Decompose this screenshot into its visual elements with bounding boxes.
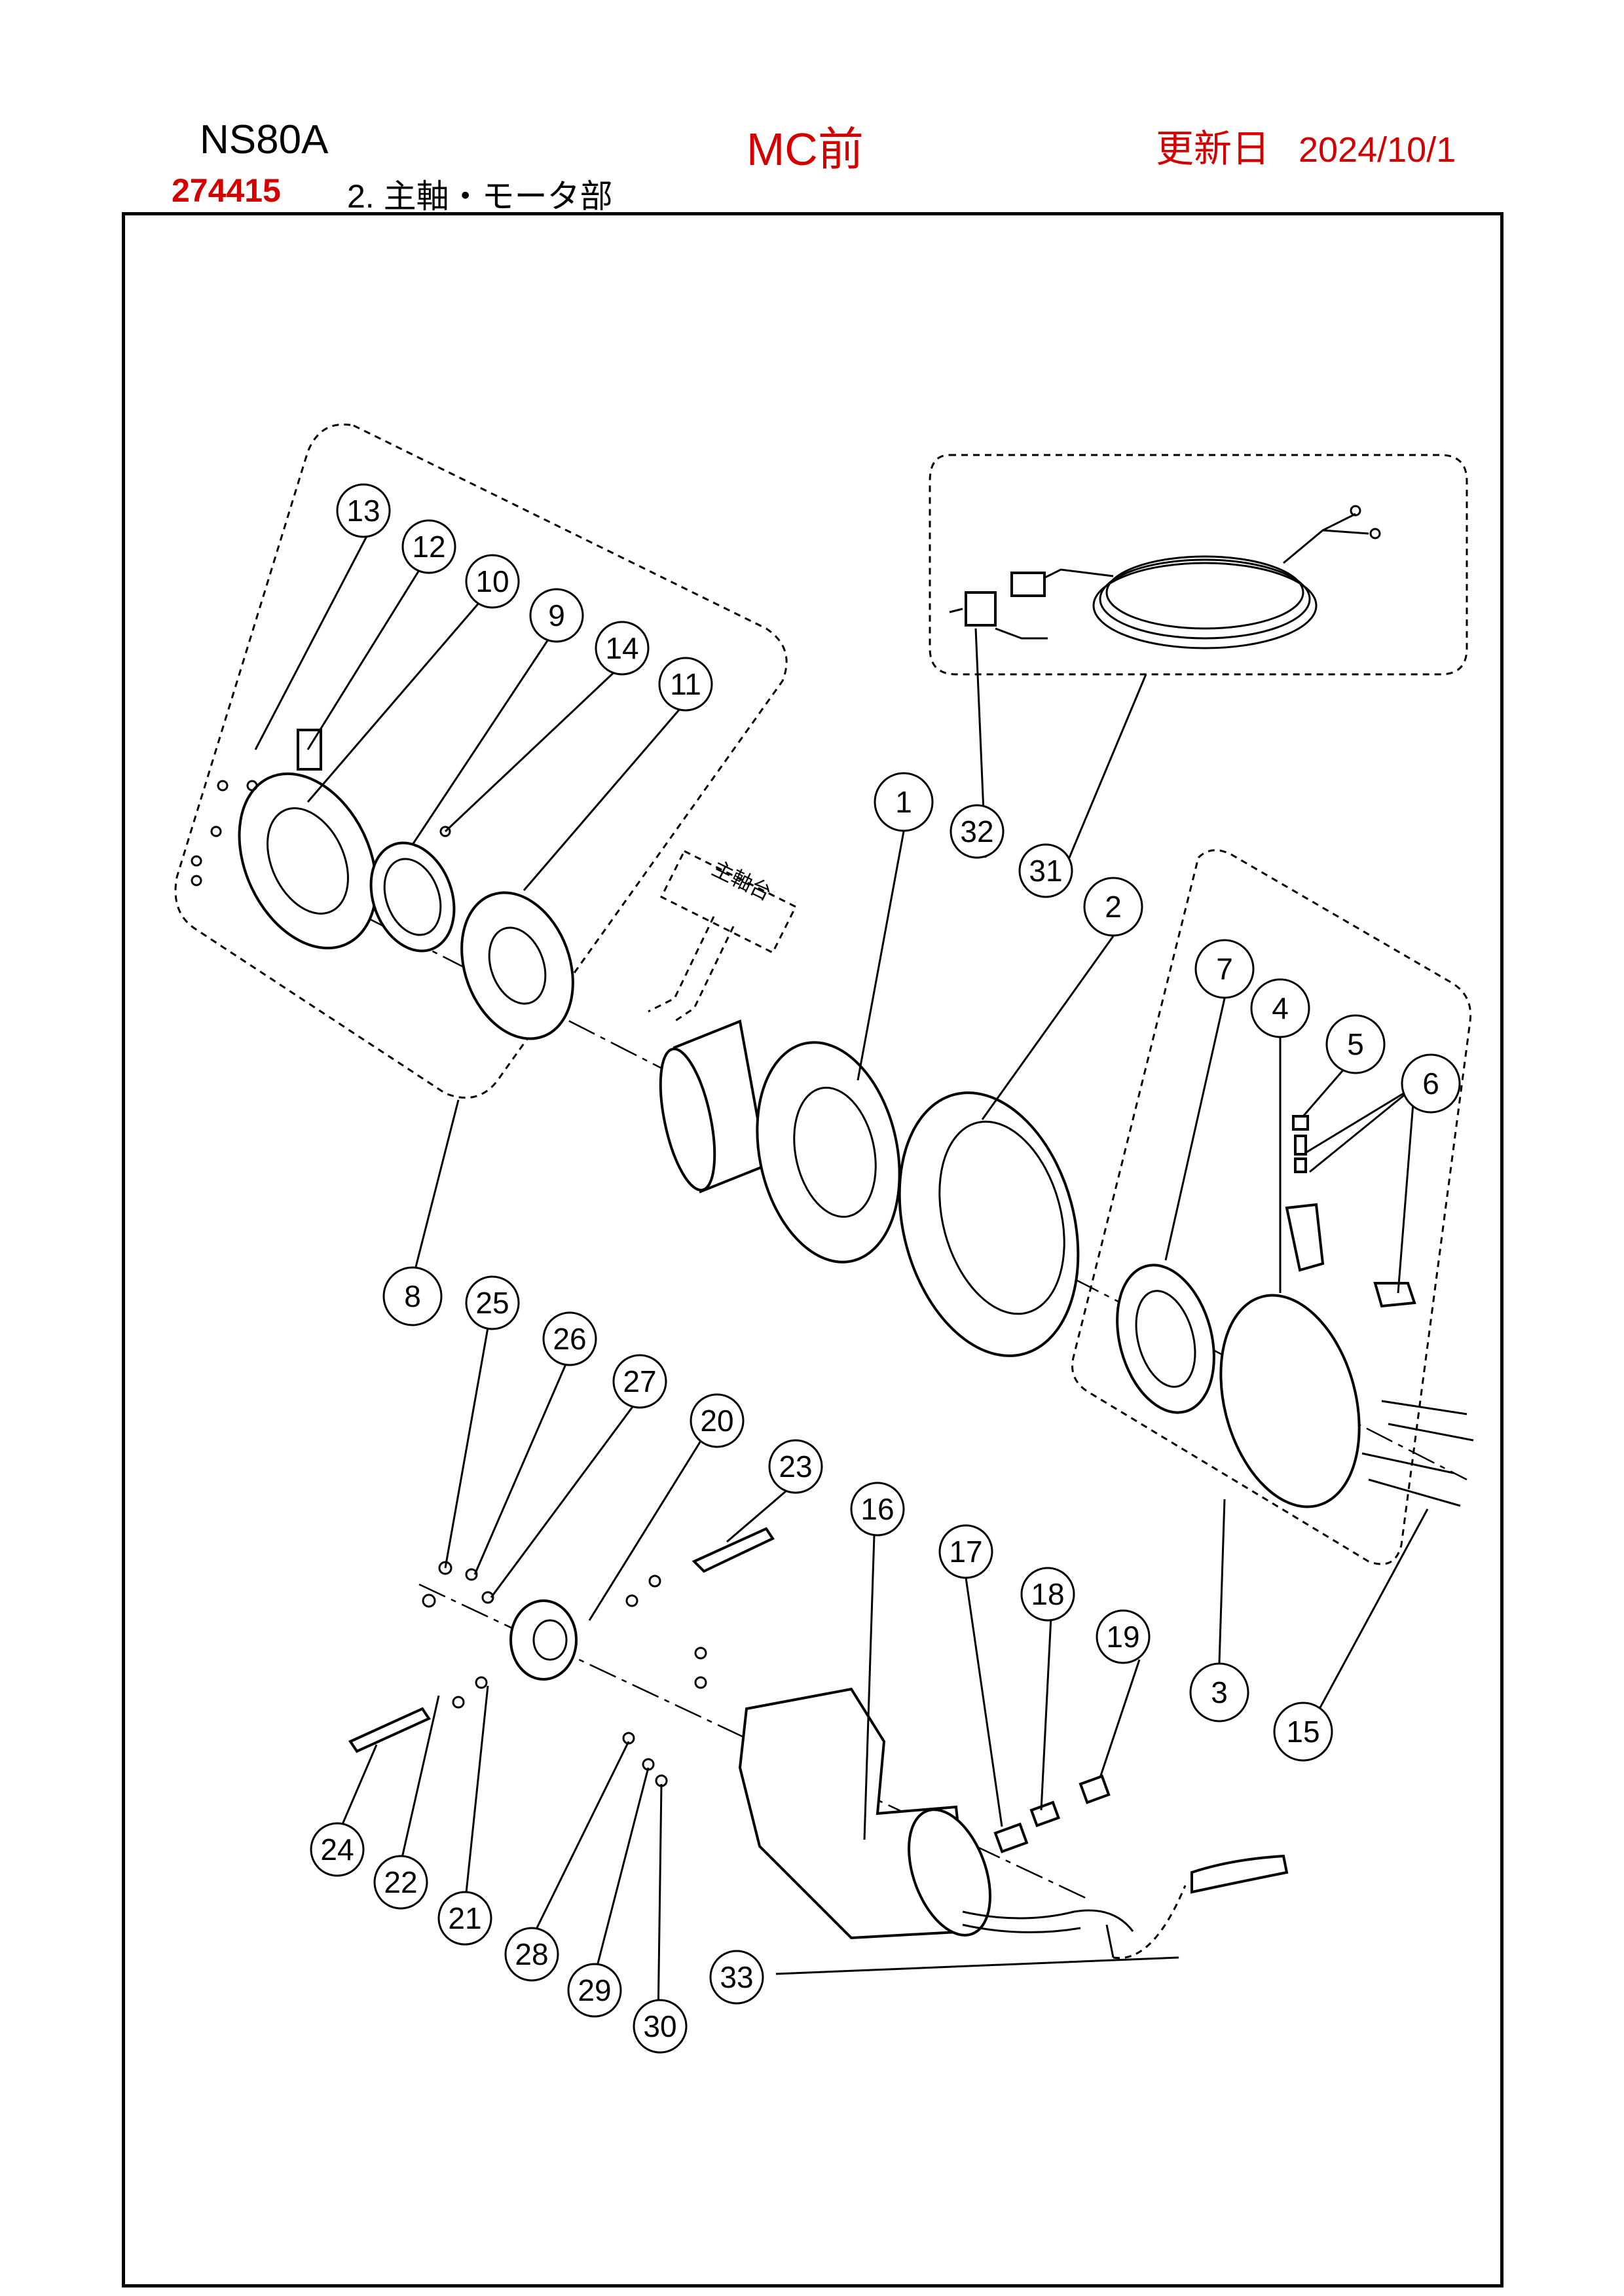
svg-text:9: 9 <box>548 598 565 632</box>
svg-text:30: 30 <box>643 2009 676 2043</box>
spindle-stand-reference: 主軸台 <box>648 849 798 1023</box>
svg-text:24: 24 <box>320 1832 354 1867</box>
svg-text:18: 18 <box>1031 1577 1064 1611</box>
svg-text:31: 31 <box>1029 854 1062 888</box>
callout-19: 19 <box>1096 1609 1151 1664</box>
spindle-stand-label: 主軸台 <box>709 856 775 905</box>
callout-6: 6 <box>1401 1053 1461 1114</box>
callout-26: 26 <box>542 1311 597 1366</box>
svg-text:11: 11 <box>670 667 701 701</box>
updated-label: 更新日 <box>1156 128 1270 170</box>
callout-1: 1 <box>874 772 934 832</box>
svg-text:23: 23 <box>779 1449 812 1484</box>
svg-text:25: 25 <box>475 1286 509 1320</box>
svg-text:29: 29 <box>578 1973 611 2007</box>
callout-21: 21 <box>437 1891 492 1946</box>
callout-3: 3 <box>1189 1662 1249 1722</box>
callout-13: 13 <box>336 483 391 538</box>
callout-14: 14 <box>595 621 650 676</box>
callout-28: 28 <box>504 1927 559 1982</box>
spindle-gear <box>659 1019 901 1264</box>
svg-text:13: 13 <box>346 494 380 528</box>
chuck-assembly <box>1116 1115 1474 1508</box>
callout-9: 9 <box>529 588 584 643</box>
svg-text:20: 20 <box>700 1404 733 1438</box>
section-title: 2. 主軸・モータ部 <box>347 178 613 215</box>
callout-12: 12 <box>401 519 456 574</box>
callout-2: 2 <box>1083 877 1143 937</box>
callout-18: 18 <box>1020 1567 1075 1622</box>
svg-text:3: 3 <box>1211 1675 1228 1709</box>
svg-text:22: 22 <box>384 1865 417 1899</box>
svg-text:17: 17 <box>949 1535 982 1569</box>
svg-text:5: 5 <box>1347 1027 1364 1061</box>
callout-22: 22 <box>373 1855 428 1910</box>
callout-25: 25 <box>465 1275 520 1330</box>
svg-text:14: 14 <box>605 631 638 665</box>
svg-text:8: 8 <box>404 1279 421 1313</box>
callout-8: 8 <box>382 1266 443 1326</box>
callout-11: 11 <box>658 657 713 712</box>
callout-30: 30 <box>633 1999 688 2054</box>
group-8-boundary <box>174 423 788 1099</box>
callout-29: 29 <box>567 1963 622 2018</box>
motor-assembly <box>348 1527 1289 1959</box>
leader-lines <box>254 523 1429 2020</box>
ring-gear <box>898 1091 1080 1357</box>
callout-33: 33 <box>709 1950 764 2005</box>
callout-5: 5 <box>1325 1014 1386 1074</box>
model-name: NS80A <box>200 117 329 162</box>
svg-text:27: 27 <box>623 1364 656 1398</box>
group-8-parts <box>191 729 574 1040</box>
callout-32: 32 <box>950 804 1005 859</box>
callout-4: 4 <box>1250 978 1310 1038</box>
svg-text:7: 7 <box>1216 952 1233 986</box>
power-cord <box>949 505 1381 649</box>
update-info: 更新日 2024/10/1 <box>1156 118 1456 173</box>
group-3-boundary <box>1071 849 1472 1565</box>
callout-15: 15 <box>1273 1702 1333 1762</box>
svg-text:4: 4 <box>1272 991 1289 1025</box>
callout-16: 16 <box>850 1482 905 1537</box>
callout-31: 31 <box>1018 843 1073 898</box>
group-31-boundary <box>929 454 1468 676</box>
svg-text:19: 19 <box>1106 1620 1139 1654</box>
svg-text:1: 1 <box>895 785 912 819</box>
callout-27: 27 <box>612 1354 667 1409</box>
svg-text:16: 16 <box>860 1492 894 1526</box>
callout-17: 17 <box>938 1524 993 1579</box>
svg-text:10: 10 <box>475 564 509 598</box>
svg-text:15: 15 <box>1286 1715 1320 1749</box>
svg-text:2: 2 <box>1105 890 1122 924</box>
callout-23: 23 <box>768 1439 823 1494</box>
svg-text:32: 32 <box>960 814 993 848</box>
revision-label: MC前 <box>747 124 864 175</box>
svg-text:12: 12 <box>412 530 445 564</box>
diagram-frame <box>122 212 1504 2287</box>
part-number: 274415 <box>172 172 281 209</box>
callout-20: 20 <box>690 1393 745 1448</box>
callout-10: 10 <box>465 554 520 609</box>
svg-text:28: 28 <box>515 1937 548 1971</box>
svg-text:21: 21 <box>448 1901 481 1935</box>
callout-24: 24 <box>310 1822 365 1877</box>
svg-text:6: 6 <box>1422 1066 1439 1101</box>
callout-7: 7 <box>1194 939 1255 999</box>
svg-text:26: 26 <box>553 1322 586 1356</box>
updated-date: 2024/10/1 <box>1299 130 1456 170</box>
svg-text:33: 33 <box>720 1960 753 1994</box>
